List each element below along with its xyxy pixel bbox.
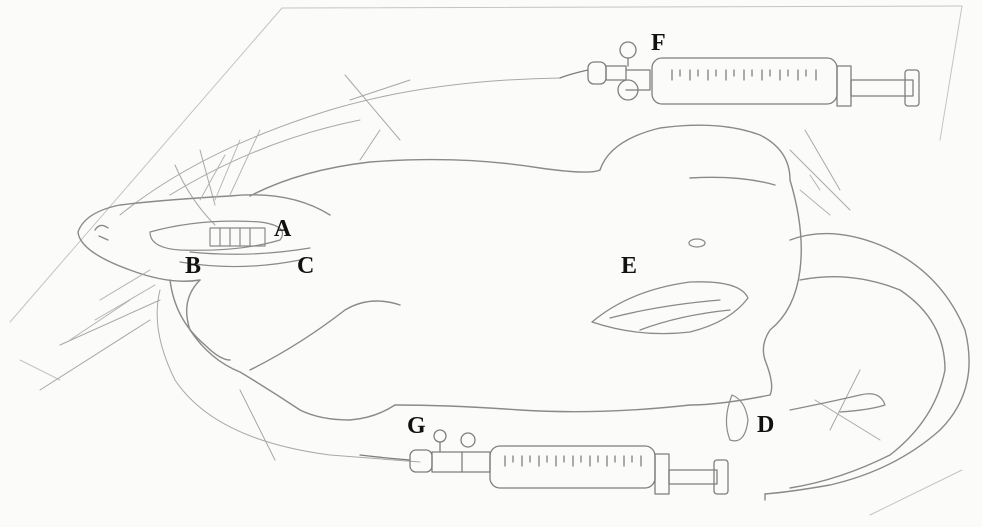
- label-f: F: [651, 31, 666, 55]
- label-d: D: [757, 413, 774, 437]
- abdominal-skin-flap: [592, 239, 748, 334]
- surgical-board-outline: [10, 6, 962, 515]
- label-b: B: [185, 254, 201, 278]
- label-e: E: [621, 254, 637, 278]
- rat-tail: [765, 234, 969, 500]
- syringe-f: [560, 42, 919, 106]
- hind-foot: [726, 394, 885, 441]
- label-g: G: [407, 414, 426, 438]
- label-c: C: [297, 254, 314, 278]
- label-a: A: [274, 217, 291, 241]
- sketch-hatching: [70, 130, 830, 340]
